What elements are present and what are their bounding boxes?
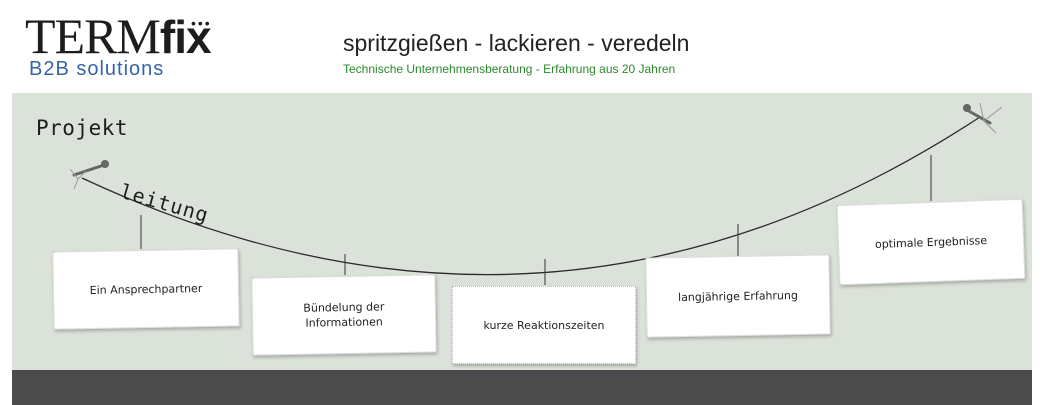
banner: Projekt leitung Ein Ansprechpartner Bünd… xyxy=(12,93,1032,370)
nail-left-icon xyxy=(69,160,109,190)
card-optimale-ergebnisse: optimale Ergebnisse xyxy=(836,198,1026,286)
card-langjaehrige-erfahrung: langjährige Erfahrung xyxy=(645,254,831,338)
footer-bar xyxy=(12,370,1032,405)
tagline: spritzgießen - lackieren - veredeln xyxy=(343,30,690,56)
card-label: kurze Reaktionszeiten xyxy=(483,318,605,332)
site-header: TERMfix ••• B2B solutions spritzgießen -… xyxy=(0,0,1044,92)
card-label: optimale Ergebnisse xyxy=(874,233,988,251)
logo-subtitle: B2B solutions xyxy=(29,58,165,80)
logo-term-text: TERM xyxy=(25,8,161,64)
logo-fix-text: fix xyxy=(159,11,212,63)
card-label: langjährige Erfahrung xyxy=(677,288,799,304)
nail-right-icon xyxy=(963,102,1003,134)
card-kurze-reaktionszeiten: kurze Reaktionszeiten xyxy=(452,286,636,364)
termfix-logo[interactable]: TERMfix ••• B2B solutions xyxy=(25,10,235,80)
card-ein-ansprechpartner: Ein Ansprechpartner xyxy=(52,248,240,330)
project-title: Projekt xyxy=(36,116,129,140)
logo-wordmark: TERMfix xyxy=(25,8,212,64)
subline: Technische Unternehmensberatung - Erfahr… xyxy=(343,62,676,76)
card-buendelung-informationen: Bündelung der Informationen xyxy=(251,274,437,356)
rope-line xyxy=(81,116,981,276)
rope-illustration xyxy=(69,102,1003,285)
card-label: Ein Ansprechpartner xyxy=(89,281,203,297)
card-label: Bündelung der Informationen xyxy=(303,300,385,330)
logo-dots-icon: ••• xyxy=(191,15,212,31)
